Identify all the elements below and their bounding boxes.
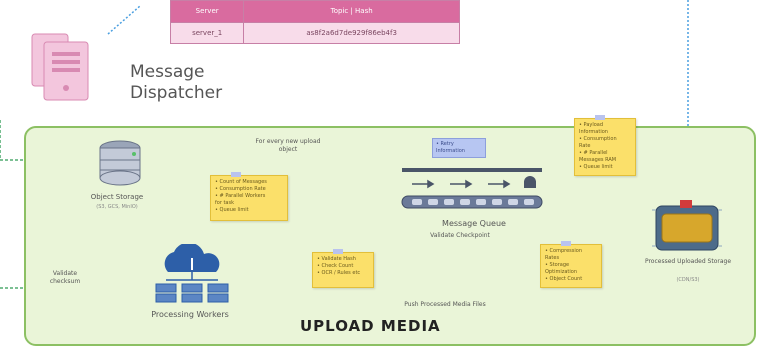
note-line: Rate: [579, 143, 591, 149]
processed-storage-icon: [652, 200, 722, 251]
processing-workers-title: Processing Workers: [151, 310, 229, 319]
note-line: • Count of Messages: [215, 179, 267, 185]
edge-label-new-upload: For every new upload object: [255, 138, 321, 153]
note-tab: [561, 241, 571, 246]
worker-checks-note: • Validate Hash • Check Count • OCR / Ru…: [312, 249, 374, 288]
note-line: • OCR / Rules etc: [317, 270, 361, 276]
note-line: • Validate Hash: [317, 256, 356, 262]
note-line: • Object Count: [545, 276, 583, 282]
note-line: Rates: [545, 255, 560, 261]
edge-label-push-processed: Push Processed Media Files: [404, 301, 486, 308]
retry-info-box: • Retry Information: [432, 138, 486, 158]
storage-metrics-note: • Count of Messages • Consumption Rate •…: [210, 172, 288, 221]
object-storage-title: Object Storage: [90, 193, 144, 201]
note-line: • # Parallel Workers: [215, 193, 266, 199]
note-line: • Check Count: [317, 263, 354, 269]
note-line: • Compression: [545, 248, 582, 254]
message-queue-title: Message Queue: [442, 219, 506, 228]
note-line: • Consumption: [579, 136, 617, 142]
processed-storage-title: Processed Uploaded Storage: [644, 258, 732, 265]
note-line: Information: [436, 148, 465, 154]
cloud-workers-icon: [155, 244, 229, 303]
note-line: Information: [579, 129, 608, 135]
note-line: • Queue limit: [215, 207, 249, 213]
note-line: • Storage: [545, 262, 570, 268]
routing-table: Server Topic | Hash server_1 as8f2a6d7de…: [169, 0, 460, 44]
note-line: • Consumption Rate: [215, 186, 266, 192]
note-tab: [333, 249, 343, 254]
note-tab: [595, 115, 605, 120]
routing-table-row: server_1 as8f2a6d7de929f86eb4f3: [169, 21, 460, 44]
note-line: • Queue limit: [579, 164, 613, 170]
note-line: for task: [215, 200, 234, 206]
note-line: Messages RAM: [579, 157, 617, 163]
routing-table-cell: server_1: [169, 21, 245, 44]
routing-table-cell: as8f2a6d7de929f86eb4f3: [243, 21, 460, 44]
object-storage-subtitle: (S3, GCS, MinIO): [96, 204, 138, 210]
queue-metrics-note: • Payload Information • Consumption Rate…: [574, 115, 636, 176]
note-line: • Retry: [436, 141, 454, 147]
note-line: • Payload: [579, 122, 604, 128]
edge-dispatcher-to-table: [107, 5, 141, 35]
edge-label-validate-checkpoint: Validate Checkpoint: [430, 232, 490, 239]
note-tab: [231, 172, 241, 177]
edge-label-validate-checksum: Validate checksum: [49, 270, 81, 285]
processed-storage-subtitle: (CDN/S3): [676, 277, 700, 283]
note-line: • # Parallel: [579, 150, 608, 156]
output-storage-note: • Compression Rates • Storage Optimizati…: [540, 241, 602, 288]
routing-table-header: Server Topic | Hash: [169, 0, 460, 23]
database-icon: [99, 140, 141, 186]
dispatcher-label: Message Dispatcher: [130, 62, 223, 103]
routing-table-header-cell: Server: [169, 0, 245, 23]
routing-table-header-cell: Topic | Hash: [243, 0, 460, 23]
note-line: Optimization: [545, 269, 577, 275]
dispatcher-server-icon: [31, 33, 89, 101]
message-queue-icon: [401, 168, 543, 209]
panel-title: UPLOAD MEDIA: [300, 317, 441, 335]
